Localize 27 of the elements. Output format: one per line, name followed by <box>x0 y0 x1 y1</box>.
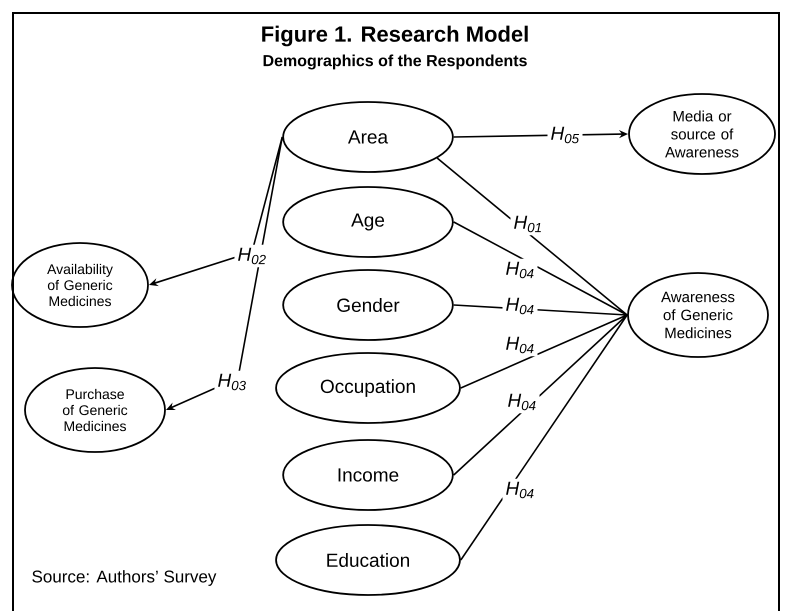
ellipse-node: Gender <box>282 269 454 341</box>
ellipse-node: Occupation <box>275 352 461 424</box>
edge-label: H$_{02}$ <box>234 244 270 268</box>
source-note: Source: Authors’ Survey <box>32 570 216 586</box>
ellipse-node: Income <box>282 439 454 511</box>
connector <box>460 314 628 560</box>
edge-label: H$_{05}$ <box>548 124 583 146</box>
subtitle: Demographics of the Respondents <box>264 54 527 70</box>
connector <box>453 314 628 476</box>
connector <box>460 314 628 389</box>
ellipse-node: Area <box>282 101 454 173</box>
ellipse-node: Availability of Generic Medicines <box>11 242 149 328</box>
edge-label: H$_{04}$ <box>502 334 538 356</box>
edge-label: H$_{01}$ <box>510 212 546 236</box>
edge-label: H$_{04}$ <box>502 258 538 282</box>
connector <box>436 158 628 316</box>
connector <box>453 221 628 316</box>
ellipse-node: Education <box>275 524 461 596</box>
ellipse-node: Age <box>282 186 454 258</box>
title: Figure 1. Research Model <box>262 26 528 46</box>
ellipse-node: Media or source of Awareness <box>628 93 776 175</box>
edge-label: H$_{04}$ <box>502 294 538 318</box>
ellipse-node: Purchase of Generic Medicines <box>24 367 166 453</box>
edge-label: H$_{04}$ <box>504 390 540 414</box>
edge-label: H$_{04}$ <box>502 478 538 502</box>
edge-label: H$_{03}$ <box>214 370 250 394</box>
ellipse-node: Awareness of Generic Medicines <box>627 272 769 358</box>
